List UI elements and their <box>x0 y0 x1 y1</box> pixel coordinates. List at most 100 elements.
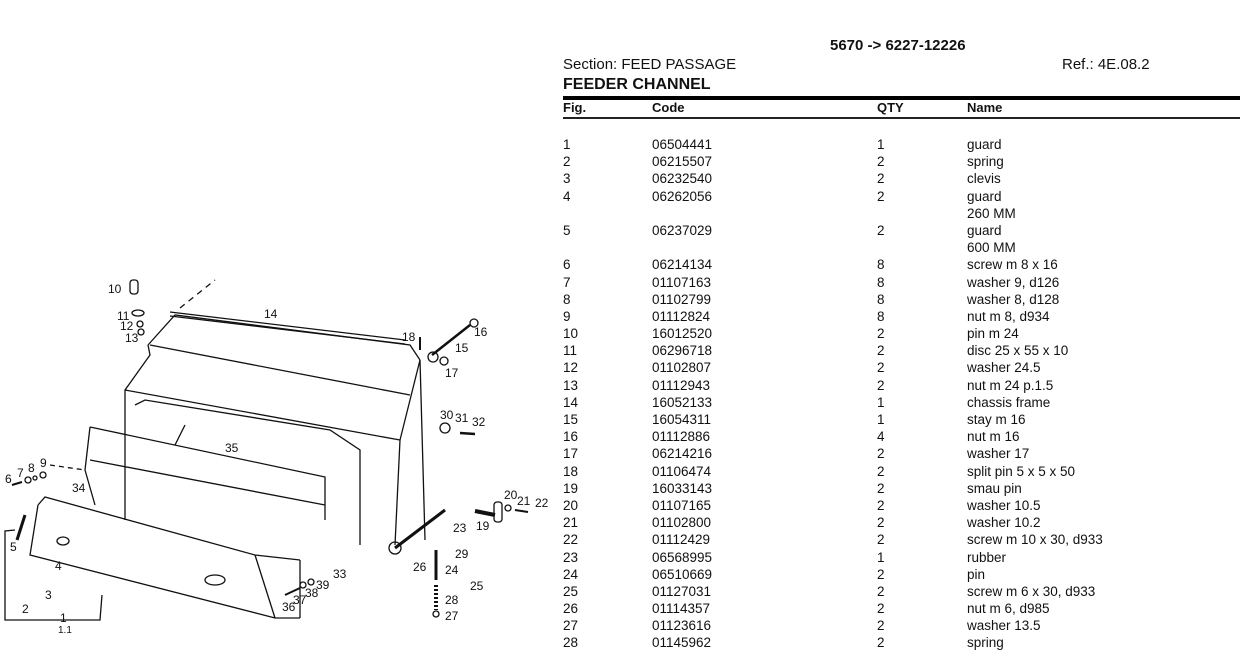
callout-12: 12 <box>120 319 134 333</box>
col-fig: Fig. <box>563 100 587 115</box>
name-cell: screw m 8 x 16 <box>967 257 1058 273</box>
code-cell: 01114357 <box>652 601 711 617</box>
fig-cell: 19 <box>563 480 579 496</box>
qty-cell: 2 <box>877 154 885 170</box>
qty-cell: 1 <box>877 412 885 428</box>
code-cell: 06237029 <box>652 222 713 238</box>
callout-8: 8 <box>28 461 35 475</box>
name-cell: nut m 24 p.1.5 <box>967 377 1054 393</box>
fig-cell: 23 <box>563 549 579 565</box>
name-cell: spring <box>967 635 1004 651</box>
qty-cell: 4 <box>877 429 885 445</box>
callout-7: 7 <box>17 466 24 480</box>
name-cell: washer 10.5 <box>967 497 1041 513</box>
name-note: 260 MM <box>967 205 1016 221</box>
name-cell: washer 17 <box>967 446 1030 462</box>
code-cell: 06214134 <box>652 257 713 273</box>
qty-cell: 2 <box>877 497 885 513</box>
code-cell: 01112886 <box>652 429 711 445</box>
exploded-parts-diagram: 10 11 12 13 14 18 16 15 17 30 31 32 35 3… <box>0 260 560 641</box>
code-cell: 06232540 <box>652 171 713 187</box>
fig-cell: 1 <box>563 137 571 152</box>
fig-cell: 2 <box>563 154 571 170</box>
name-text: guard <box>967 222 1002 238</box>
fig-cell: 9 <box>563 308 571 324</box>
section-label: Section: FEED PASSAGE <box>563 56 737 73</box>
fig-cell: 26 <box>563 601 579 617</box>
callout-25: 25 <box>470 579 484 593</box>
callout-13: 13 <box>125 331 139 345</box>
code-cell: 01106474 <box>652 463 712 479</box>
fig-cell: 18 <box>563 463 579 479</box>
callout-23: 23 <box>453 521 467 535</box>
serial-range: 5670 -> 6227-12226 <box>830 37 966 54</box>
name-cell: split pin 5 x 5 x 50 <box>967 463 1076 479</box>
qty-cell: 2 <box>877 515 885 531</box>
callout-38: 38 <box>305 586 319 600</box>
code-cell: 06262056 <box>652 188 713 204</box>
fig-cell: 13 <box>563 377 579 393</box>
qty-cell: 8 <box>877 257 885 273</box>
fig-cell: 16 <box>563 429 579 445</box>
name-cell: clevis <box>967 171 1001 187</box>
qty-cell: 2 <box>877 463 885 479</box>
callout-34: 34 <box>72 481 86 495</box>
name-cell: screw m 6 x 30, d933 <box>967 583 1096 599</box>
fig-cell: 5 <box>563 222 571 238</box>
fig-cell: 12 <box>563 360 579 376</box>
callout-16: 16 <box>474 325 488 339</box>
code-cell: 01123616 <box>652 618 712 634</box>
code-cell: 16033143 <box>652 480 713 496</box>
fig-cell: 14 <box>563 394 579 410</box>
qty-cell: 2 <box>877 566 885 582</box>
callout-30: 30 <box>440 408 454 422</box>
code-cell: 01102807 <box>652 360 712 376</box>
name-cell: disc 25 x 55 x 10 <box>967 343 1069 359</box>
callout-21: 21 <box>517 494 531 508</box>
callout-39: 39 <box>316 578 330 592</box>
code-cell: 01127031 <box>652 583 712 599</box>
qty-cell: 2 <box>877 171 885 187</box>
callout-1-1: 1.1 <box>58 625 72 636</box>
code-cell: 01145962 <box>652 635 712 651</box>
fig-cell: 28 <box>563 635 579 651</box>
callout-18: 18 <box>402 330 416 344</box>
name-cell: nut m 16 <box>967 429 1020 445</box>
code-cell: 16012520 <box>652 326 713 342</box>
name-cell: washer 13.5 <box>967 618 1041 634</box>
callout-36: 36 <box>282 600 296 614</box>
callout-6: 6 <box>5 472 12 486</box>
fig-cell: 11 <box>563 343 578 359</box>
name-cell: spring <box>967 154 1004 170</box>
reference-label: Ref.: 4E.08.2 <box>1062 56 1150 73</box>
header-divider-thick <box>563 96 1240 100</box>
code-cell: 06296718 <box>652 343 713 359</box>
qty-cell: 2 <box>877 583 885 599</box>
feeder-channel-drawing: 10 11 12 13 14 18 16 15 17 30 31 32 35 3… <box>4 279 549 636</box>
callout-1: 1 <box>60 611 67 625</box>
callout-29: 29 <box>455 547 469 561</box>
name-cell: pin m 24 <box>967 326 1019 342</box>
code-cell: 01112429 <box>652 532 711 548</box>
callout-14: 14 <box>264 307 278 321</box>
callout-35: 35 <box>225 441 239 455</box>
qty-cell: 8 <box>877 274 885 290</box>
name-cell: screw m 10 x 30, d933 <box>967 532 1103 548</box>
